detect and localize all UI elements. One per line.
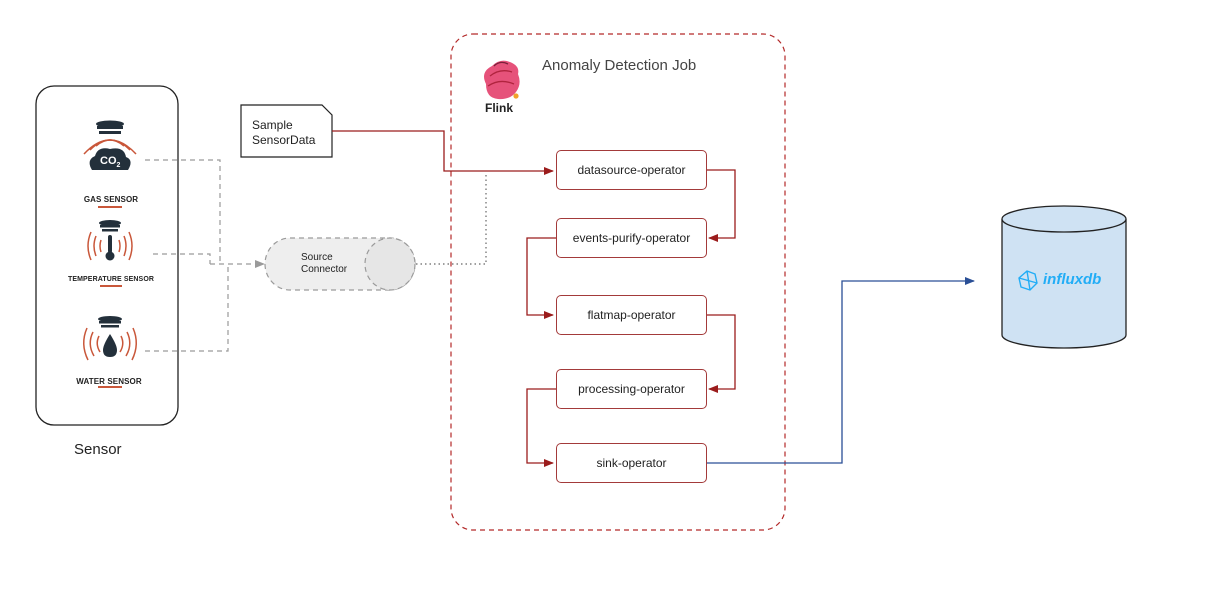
co2-subscript: 2: [116, 162, 121, 170]
job-title: Anomaly Detection Job: [542, 57, 697, 74]
temperature-sensor-underline: [100, 285, 122, 287]
source-connector-label: Source Connector: [301, 252, 347, 276]
sample-data-line2: SensorData: [252, 133, 316, 147]
sample-data-document: [240, 104, 333, 158]
gas-sensor-underline: [98, 206, 122, 208]
water-sensor-underline: [98, 386, 122, 388]
water-drop-sensor-icon: [83, 316, 137, 361]
sample-data-line1: Sample: [252, 118, 293, 132]
operator-flow-lines: [332, 130, 736, 467]
source-connector-line2: Connector: [301, 264, 348, 275]
datasource-operator-box[interactable]: datasource-operator: [556, 150, 707, 190]
gas-sensor-icon: [83, 120, 137, 170]
influxdb-icon: [1018, 270, 1038, 291]
flink-logo-text: Flink: [485, 101, 514, 115]
water-sensor-label: WATER SENSOR: [76, 377, 142, 386]
flink-logo-icon: [484, 60, 520, 100]
sensor-panel-title: Sensor: [74, 441, 122, 458]
source-connector-line1: Source: [301, 252, 333, 263]
events-purify-operator-box[interactable]: events-purify-operator: [556, 218, 707, 258]
sink-to-influxdb-line: [707, 277, 975, 464]
thermometer-sensor-icon: [87, 220, 133, 261]
sink-operator-box[interactable]: sink-operator: [556, 443, 707, 483]
co2-text: CO: [100, 155, 117, 167]
job-container: [450, 33, 786, 531]
source-connector: [264, 237, 416, 291]
sensor-to-connector-lines: [145, 159, 265, 352]
influxdb-cylinder: [1001, 205, 1127, 349]
sample-data-label: Sample SensorData: [252, 118, 315, 148]
temperature-sensor-label: TEMPERATURE SENSOR: [67, 276, 155, 283]
flatmap-operator-box[interactable]: flatmap-operator: [556, 295, 707, 335]
processing-operator-box[interactable]: processing-operator: [556, 369, 707, 409]
gas-sensor-label: GAS SENSOR: [83, 195, 139, 204]
co2-label: CO2: [100, 155, 120, 169]
connector-to-datasource-line: [416, 172, 487, 265]
influxdb-label: influxdb: [1043, 271, 1102, 288]
